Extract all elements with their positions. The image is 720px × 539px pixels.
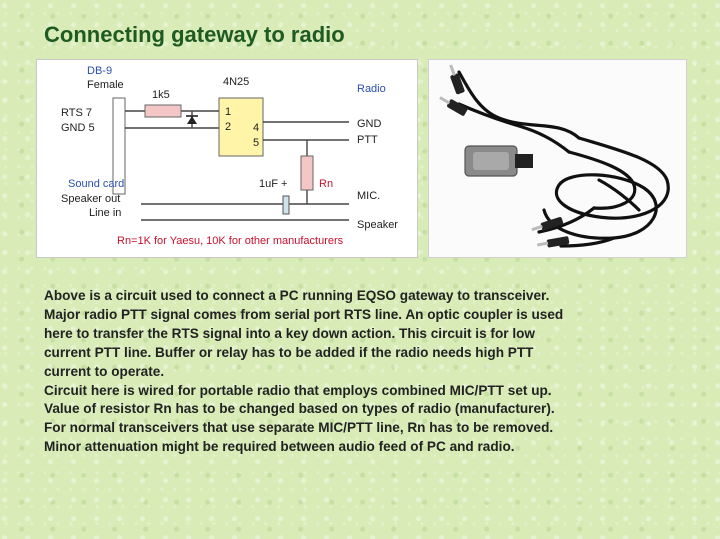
circuit-diagram: DB-9 Female 1k5 4N25 Radio RTS 7 GND 5 1…	[36, 59, 418, 258]
description-text: Above is a circuit used to connect a PC …	[44, 287, 684, 457]
rts-label: RTS 7	[61, 107, 92, 119]
diode-symbol	[187, 116, 197, 124]
rn-label: Rn	[319, 178, 334, 190]
mic-label: MIC.	[357, 190, 381, 202]
gnd5-label: GND 5	[61, 122, 95, 134]
audio-plug-top	[450, 73, 465, 95]
db9-female-label: Female	[87, 79, 124, 91]
cable-photo-drawing	[439, 64, 670, 248]
circuit-drawing	[112, 97, 349, 221]
radio-label: Radio	[357, 83, 386, 95]
optocoupler-4n25	[218, 97, 264, 157]
description-line: here to transfer the RTS signal into a k…	[44, 325, 535, 341]
resistor-1k5	[144, 104, 182, 118]
description-line: Above is a circuit used to connect a PC …	[44, 288, 550, 303]
description-line: Minor attenuation might be required betw…	[44, 439, 515, 455]
db9-connector	[112, 97, 126, 195]
audio-plug-middle	[447, 99, 468, 116]
ptt-label: PTT	[357, 134, 378, 146]
page-title: Connecting gateway to radio	[44, 22, 345, 47]
rn-note: Rn=1K for Yaesu, 10K for other manufactu…	[117, 235, 344, 247]
optocoupler-label: 4N25	[223, 76, 250, 88]
pin5-label: 5	[253, 137, 260, 149]
resistor-rn	[300, 155, 314, 191]
description-line: current to operate.	[44, 363, 165, 379]
capacitor-label: 1uF +	[259, 178, 288, 190]
description-line: current PTT line. Buffer or relay has to…	[44, 344, 534, 360]
pin2-label: 2	[225, 121, 232, 133]
description-line: Value of resistor Rn has to be changed b…	[44, 401, 555, 417]
capacitor-1uf	[282, 195, 290, 215]
cable-photo	[428, 59, 687, 258]
gnd-label: GND	[357, 118, 382, 130]
pin4-label: 4	[253, 122, 260, 134]
resistor-1k5-label: 1k5	[152, 89, 170, 101]
db9-label: DB-9	[87, 65, 113, 77]
audio-plug-bottom-2	[546, 236, 570, 248]
pin1-label: 1	[225, 106, 232, 118]
speaker-label: Speaker	[357, 219, 398, 231]
sound-card-label: Sound card	[68, 178, 125, 190]
description-line: For normal transceivers that use separat…	[44, 420, 554, 436]
description-line: Circuit here is wired for portable radio…	[44, 382, 552, 398]
line-in-label: Line in	[89, 207, 122, 219]
speaker-out-label: Speaker out	[61, 193, 121, 205]
description-line: Major radio PTT signal comes from serial…	[44, 306, 564, 322]
audio-plug-bottom-1	[540, 217, 564, 231]
